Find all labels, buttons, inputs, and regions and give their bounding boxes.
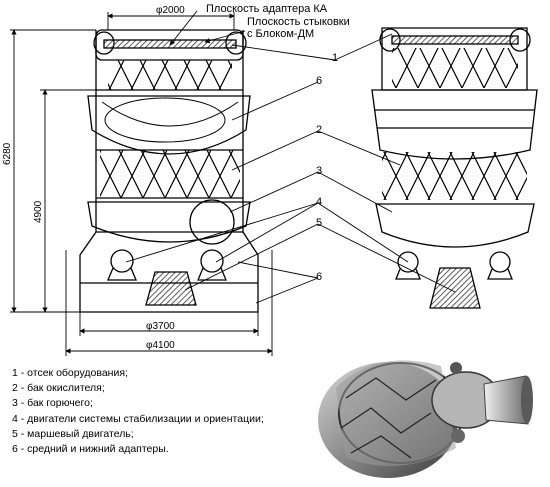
legend-item: 6 - средний и нижний адаптеры. bbox=[12, 443, 169, 456]
dim-width-3700: φ3700 bbox=[146, 321, 175, 332]
annotation-adapter-plane: Плоскость адаптера КА bbox=[206, 3, 328, 15]
dim-height-tanks: 4900 bbox=[33, 200, 44, 223]
dim-height-total: 6280 bbox=[2, 142, 13, 165]
dim-top-width: φ2000 bbox=[156, 5, 185, 16]
legend-item: 2 - бак окислителя; bbox=[12, 382, 105, 395]
stage-photo bbox=[318, 360, 533, 478]
legend: 1 - отсек оборудования; 2 - бак окислите… bbox=[12, 366, 264, 457]
callout-1: 1 bbox=[332, 52, 339, 64]
dim-width-4100: φ4100 bbox=[146, 340, 175, 351]
legend-item: 5 - маршевый двигатель; bbox=[12, 427, 134, 440]
leader-lines bbox=[125, 10, 456, 304]
annotation-docking-plane-line1: Плоскость стыковки bbox=[247, 16, 350, 28]
callout-3: 3 bbox=[316, 165, 323, 177]
callout-6-upper: 6 bbox=[316, 75, 323, 87]
right-exterior-view bbox=[371, 27, 538, 309]
callout-5: 5 bbox=[316, 217, 323, 229]
callout-4: 4 bbox=[316, 196, 323, 208]
annotation-docking-plane-line2: с Блоком-ДМ bbox=[247, 28, 315, 40]
callout-6-lower: 6 bbox=[316, 271, 323, 283]
legend-item: 1 - отсек оборудования; bbox=[12, 367, 128, 379]
callout-2: 2 bbox=[316, 124, 323, 136]
dimension-lines bbox=[10, 12, 273, 356]
legend-item: 4 - двигатели системы стабилизации и ори… bbox=[12, 412, 264, 425]
legend-item: 3 - бак горючего; bbox=[12, 397, 93, 410]
left-cutaway-view bbox=[79, 29, 259, 313]
